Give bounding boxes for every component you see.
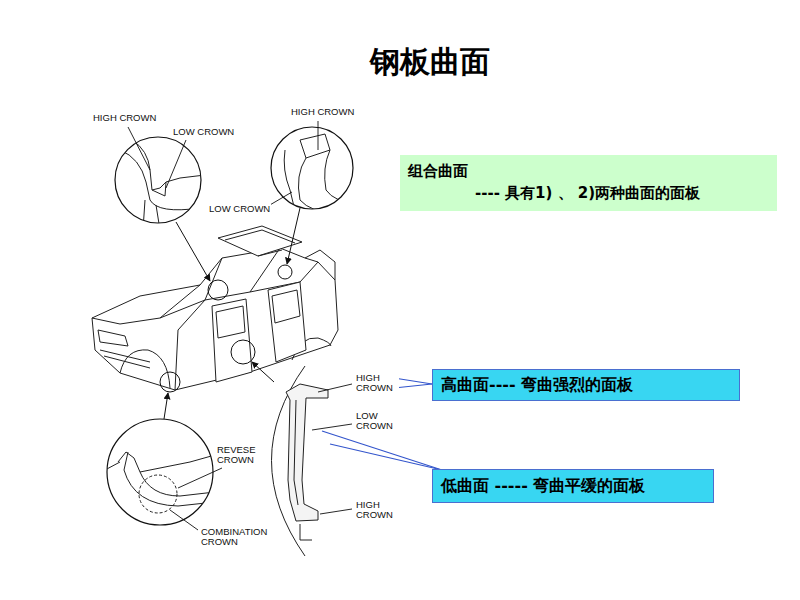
part-label: HIGH CROWN (290, 107, 355, 117)
part-label: LOW CROWN (355, 411, 399, 432)
callout-arrow (287, 208, 300, 264)
zoom-circle (107, 419, 213, 525)
part-label: LOW CROWN (208, 204, 271, 214)
callout-arrows (164, 208, 300, 419)
callout-arrow (252, 362, 274, 382)
part-label: COMBINATION CROWN (200, 527, 278, 548)
trunk-detail (225, 230, 295, 256)
leader-line (178, 468, 222, 488)
callout-spot (278, 265, 292, 279)
part-label: LOW CROWN (172, 127, 235, 137)
zoom-circle-trunk (271, 127, 360, 215)
car-body (92, 226, 338, 390)
door-profile-inner (294, 400, 298, 505)
leader-line (128, 127, 150, 170)
page-title: 钢板曲面 (330, 42, 530, 83)
grille (100, 350, 150, 368)
callout-spot (208, 280, 228, 300)
part-label: HIGH CROWN (355, 373, 399, 394)
panel-edge (118, 452, 215, 496)
blue-pointer (330, 444, 442, 470)
panel-edge (105, 462, 120, 470)
definition-box: 低曲面 ----- 弯曲平缓的面板 (432, 469, 714, 503)
leader-line (312, 424, 352, 430)
hood-crease (160, 285, 200, 318)
zoom-circle (115, 137, 201, 223)
callout-spot (160, 372, 180, 392)
part-label: REVESE CROWN (216, 445, 268, 466)
blue-pointer (394, 378, 432, 384)
box-heading: 低曲面 ----- 弯曲平缓的面板 (441, 475, 705, 497)
callout-arrow (164, 393, 168, 419)
leader-line (170, 510, 198, 530)
blue-pointer (322, 431, 442, 470)
leader-line (318, 384, 352, 392)
leader-line (166, 140, 186, 188)
panel-edge (140, 455, 215, 472)
door-profile (286, 384, 328, 521)
zoom-circle-fender (105, 419, 215, 525)
rear-door-window (272, 290, 300, 323)
rear-door (268, 282, 306, 362)
box-body: ---- 具有1) 、 2)两种曲面的面板 (475, 182, 769, 204)
door-section (272, 366, 329, 556)
rear-deck (305, 250, 335, 280)
panel-edge (143, 200, 160, 230)
panel-profile (284, 134, 360, 215)
door-flange (300, 524, 312, 540)
panel-profile (120, 140, 205, 230)
blue-pointer (394, 384, 432, 388)
panel-edge (298, 158, 340, 215)
part-label: HIGH CROWN (92, 113, 157, 123)
panel-edge (132, 140, 205, 196)
front-door-window (216, 306, 245, 338)
dashed-highlight (139, 475, 177, 513)
front-wheel-arch (120, 350, 170, 388)
panel-edge (152, 182, 166, 190)
callout-arrow (176, 222, 210, 281)
box-heading: 高曲面---- 弯曲强烈的面板 (441, 374, 731, 396)
panel-edge (325, 150, 360, 205)
leader-line (318, 121, 319, 150)
car-outline (92, 248, 338, 390)
panel-edge (284, 150, 296, 215)
leader-line (320, 509, 352, 514)
note-box: 组合曲面---- 具有1) 、 2)两种曲面的面板 (400, 155, 777, 211)
panel-edge (120, 150, 200, 210)
headlight (98, 330, 128, 346)
definition-box: 高曲面---- 弯曲强烈的面板 (432, 369, 740, 401)
box-heading: 组合曲面 (408, 160, 769, 182)
a-pillar (175, 300, 205, 390)
zoom-circle-roof (115, 137, 205, 230)
callout-spot (231, 340, 255, 364)
callout-spots (160, 265, 292, 392)
part-label: HIGH CROWN (355, 500, 399, 521)
panel-edge (300, 134, 330, 158)
leader-lines (128, 121, 352, 530)
